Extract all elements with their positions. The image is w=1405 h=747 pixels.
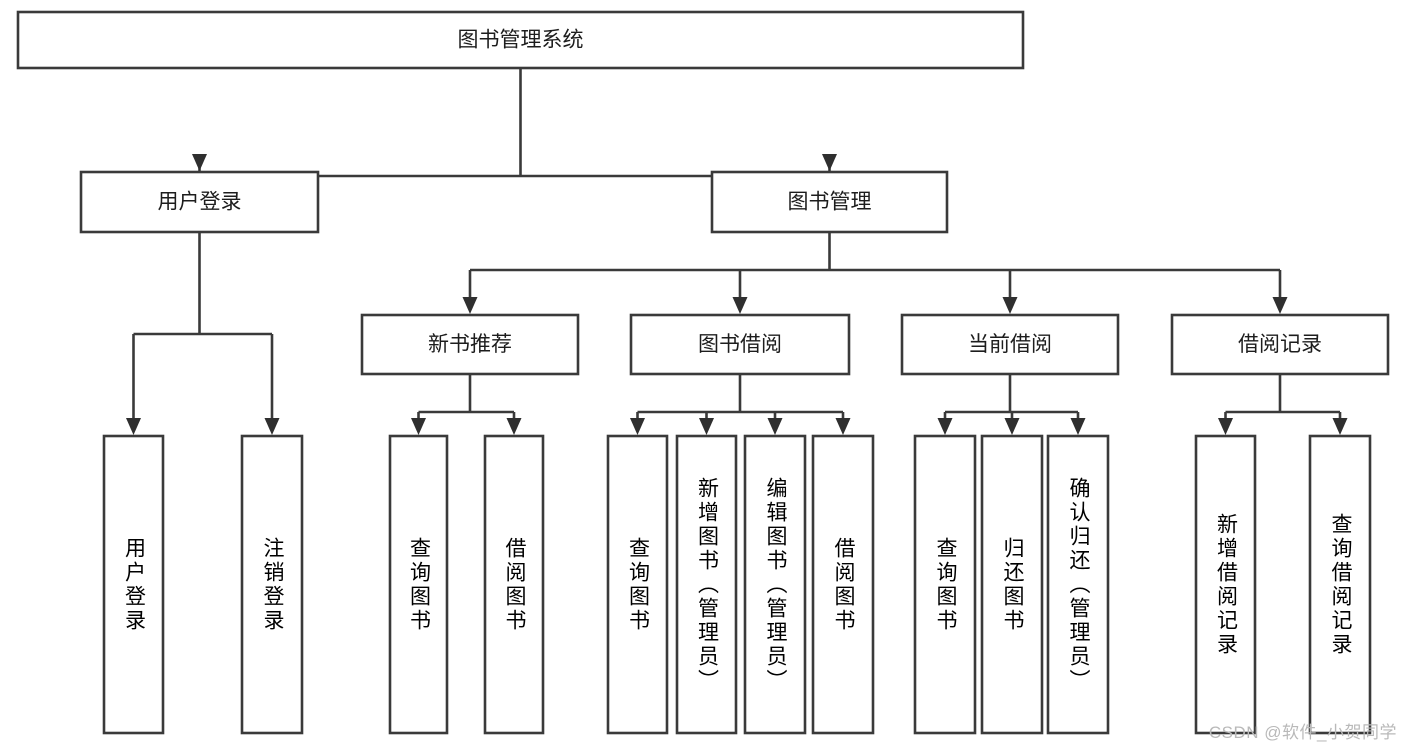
node-label: 注销登录 bbox=[261, 536, 284, 633]
node-leaf-return-book[interactable]: 归还图书 bbox=[980, 434, 1044, 735]
node-label-wrap: 归还图书 bbox=[1001, 536, 1024, 633]
node-label: 查询图书 bbox=[407, 536, 431, 633]
node-box bbox=[1046, 434, 1110, 735]
node-leaf-query-book-1[interactable]: 查询图书 bbox=[388, 434, 449, 735]
node-label: 当前借阅 bbox=[968, 333, 1052, 356]
node-label: 确认归还（管理员） bbox=[1067, 476, 1090, 693]
node-leaf-edit-book[interactable]: 编辑图书（管理员） bbox=[743, 434, 807, 735]
node-label-wrap: 新增图书（管理员） bbox=[695, 476, 719, 693]
node-leaf-query-record[interactable]: 查询借阅记录 bbox=[1308, 434, 1372, 735]
node-label-wrap: 借阅图书 bbox=[503, 536, 526, 633]
node-box bbox=[606, 434, 669, 735]
connector-layer bbox=[126, 68, 1348, 435]
node-box bbox=[629, 313, 851, 376]
node-label: 新增借阅记录 bbox=[1214, 512, 1238, 657]
node-box bbox=[102, 434, 165, 735]
node-user-login[interactable]: 用户登录 bbox=[79, 170, 320, 234]
node-label-wrap: 编辑图书（管理员） bbox=[764, 476, 787, 693]
node-book-borrow[interactable]: 图书借阅 bbox=[629, 313, 851, 376]
node-leaf-borrow-book-2[interactable]: 借阅图书 bbox=[811, 434, 875, 735]
node-label-wrap: 用户登录 bbox=[122, 536, 146, 633]
node-label-wrap: 查询图书 bbox=[934, 536, 957, 633]
node-leaf-query-book-2[interactable]: 查询图书 bbox=[606, 434, 669, 735]
node-box bbox=[79, 170, 320, 234]
node-box bbox=[1194, 434, 1257, 735]
node-box bbox=[900, 313, 1120, 376]
node-label: 借阅图书 bbox=[503, 536, 526, 633]
node-leaf-borrow-book-1[interactable]: 借阅图书 bbox=[483, 434, 545, 735]
node-box bbox=[483, 434, 545, 735]
node-borrow-record[interactable]: 借阅记录 bbox=[1170, 313, 1390, 376]
node-box bbox=[360, 313, 580, 376]
node-label-wrap: 查询图书 bbox=[626, 536, 650, 633]
node-label: 编辑图书（管理员） bbox=[764, 476, 787, 693]
node-label-wrap: 查询借阅记录 bbox=[1329, 512, 1352, 657]
node-box bbox=[240, 434, 304, 735]
node-label: 图书管理系统 bbox=[458, 29, 584, 52]
node-label: 查询图书 bbox=[934, 536, 957, 633]
node-box bbox=[388, 434, 449, 735]
node-label: 图书借阅 bbox=[698, 333, 782, 356]
node-new-book-recommend[interactable]: 新书推荐 bbox=[360, 313, 580, 376]
node-label: 查询图书 bbox=[626, 536, 650, 633]
node-box bbox=[16, 10, 1025, 70]
node-leaf-confirm-return[interactable]: 确认归还（管理员） bbox=[1046, 434, 1110, 735]
node-layer: 图书管理系统用户登录图书管理新书推荐图书借阅当前借阅借阅记录用户登录注销登录查询… bbox=[16, 10, 1390, 735]
node-box bbox=[1308, 434, 1372, 735]
node-label: 借阅图书 bbox=[832, 536, 855, 633]
node-leaf-add-record[interactable]: 新增借阅记录 bbox=[1194, 434, 1257, 735]
node-box bbox=[811, 434, 875, 735]
node-label: 借阅记录 bbox=[1238, 333, 1322, 356]
node-label-wrap: 查询图书 bbox=[407, 536, 431, 633]
node-box bbox=[1170, 313, 1390, 376]
node-label: 新增图书（管理员） bbox=[695, 476, 719, 693]
node-label: 归还图书 bbox=[1001, 536, 1024, 633]
node-label-wrap: 新增借阅记录 bbox=[1214, 512, 1238, 657]
node-label: 用户登录 bbox=[122, 536, 146, 633]
csdn-watermark: CSDN @软件_小贺同学 bbox=[1208, 723, 1397, 742]
node-label-wrap: 确认归还（管理员） bbox=[1067, 476, 1090, 693]
node-root[interactable]: 图书管理系统 bbox=[16, 10, 1025, 70]
node-box bbox=[710, 170, 949, 234]
node-leaf-query-book-3[interactable]: 查询图书 bbox=[913, 434, 977, 735]
node-box bbox=[675, 434, 738, 735]
node-label-wrap: 借阅图书 bbox=[832, 536, 855, 633]
node-current-borrow[interactable]: 当前借阅 bbox=[900, 313, 1120, 376]
node-label: 新书推荐 bbox=[428, 333, 512, 356]
node-leaf-user-login[interactable]: 用户登录 bbox=[102, 434, 165, 735]
node-leaf-logout[interactable]: 注销登录 bbox=[240, 434, 304, 735]
node-book-manage[interactable]: 图书管理 bbox=[710, 170, 949, 234]
node-label: 查询借阅记录 bbox=[1329, 512, 1352, 657]
node-box bbox=[743, 434, 807, 735]
node-label: 图书管理 bbox=[788, 191, 872, 214]
node-label-wrap: 注销登录 bbox=[261, 536, 284, 633]
node-box bbox=[980, 434, 1044, 735]
node-label: 用户登录 bbox=[158, 191, 242, 214]
node-box bbox=[913, 434, 977, 735]
node-leaf-add-book[interactable]: 新增图书（管理员） bbox=[675, 434, 738, 735]
